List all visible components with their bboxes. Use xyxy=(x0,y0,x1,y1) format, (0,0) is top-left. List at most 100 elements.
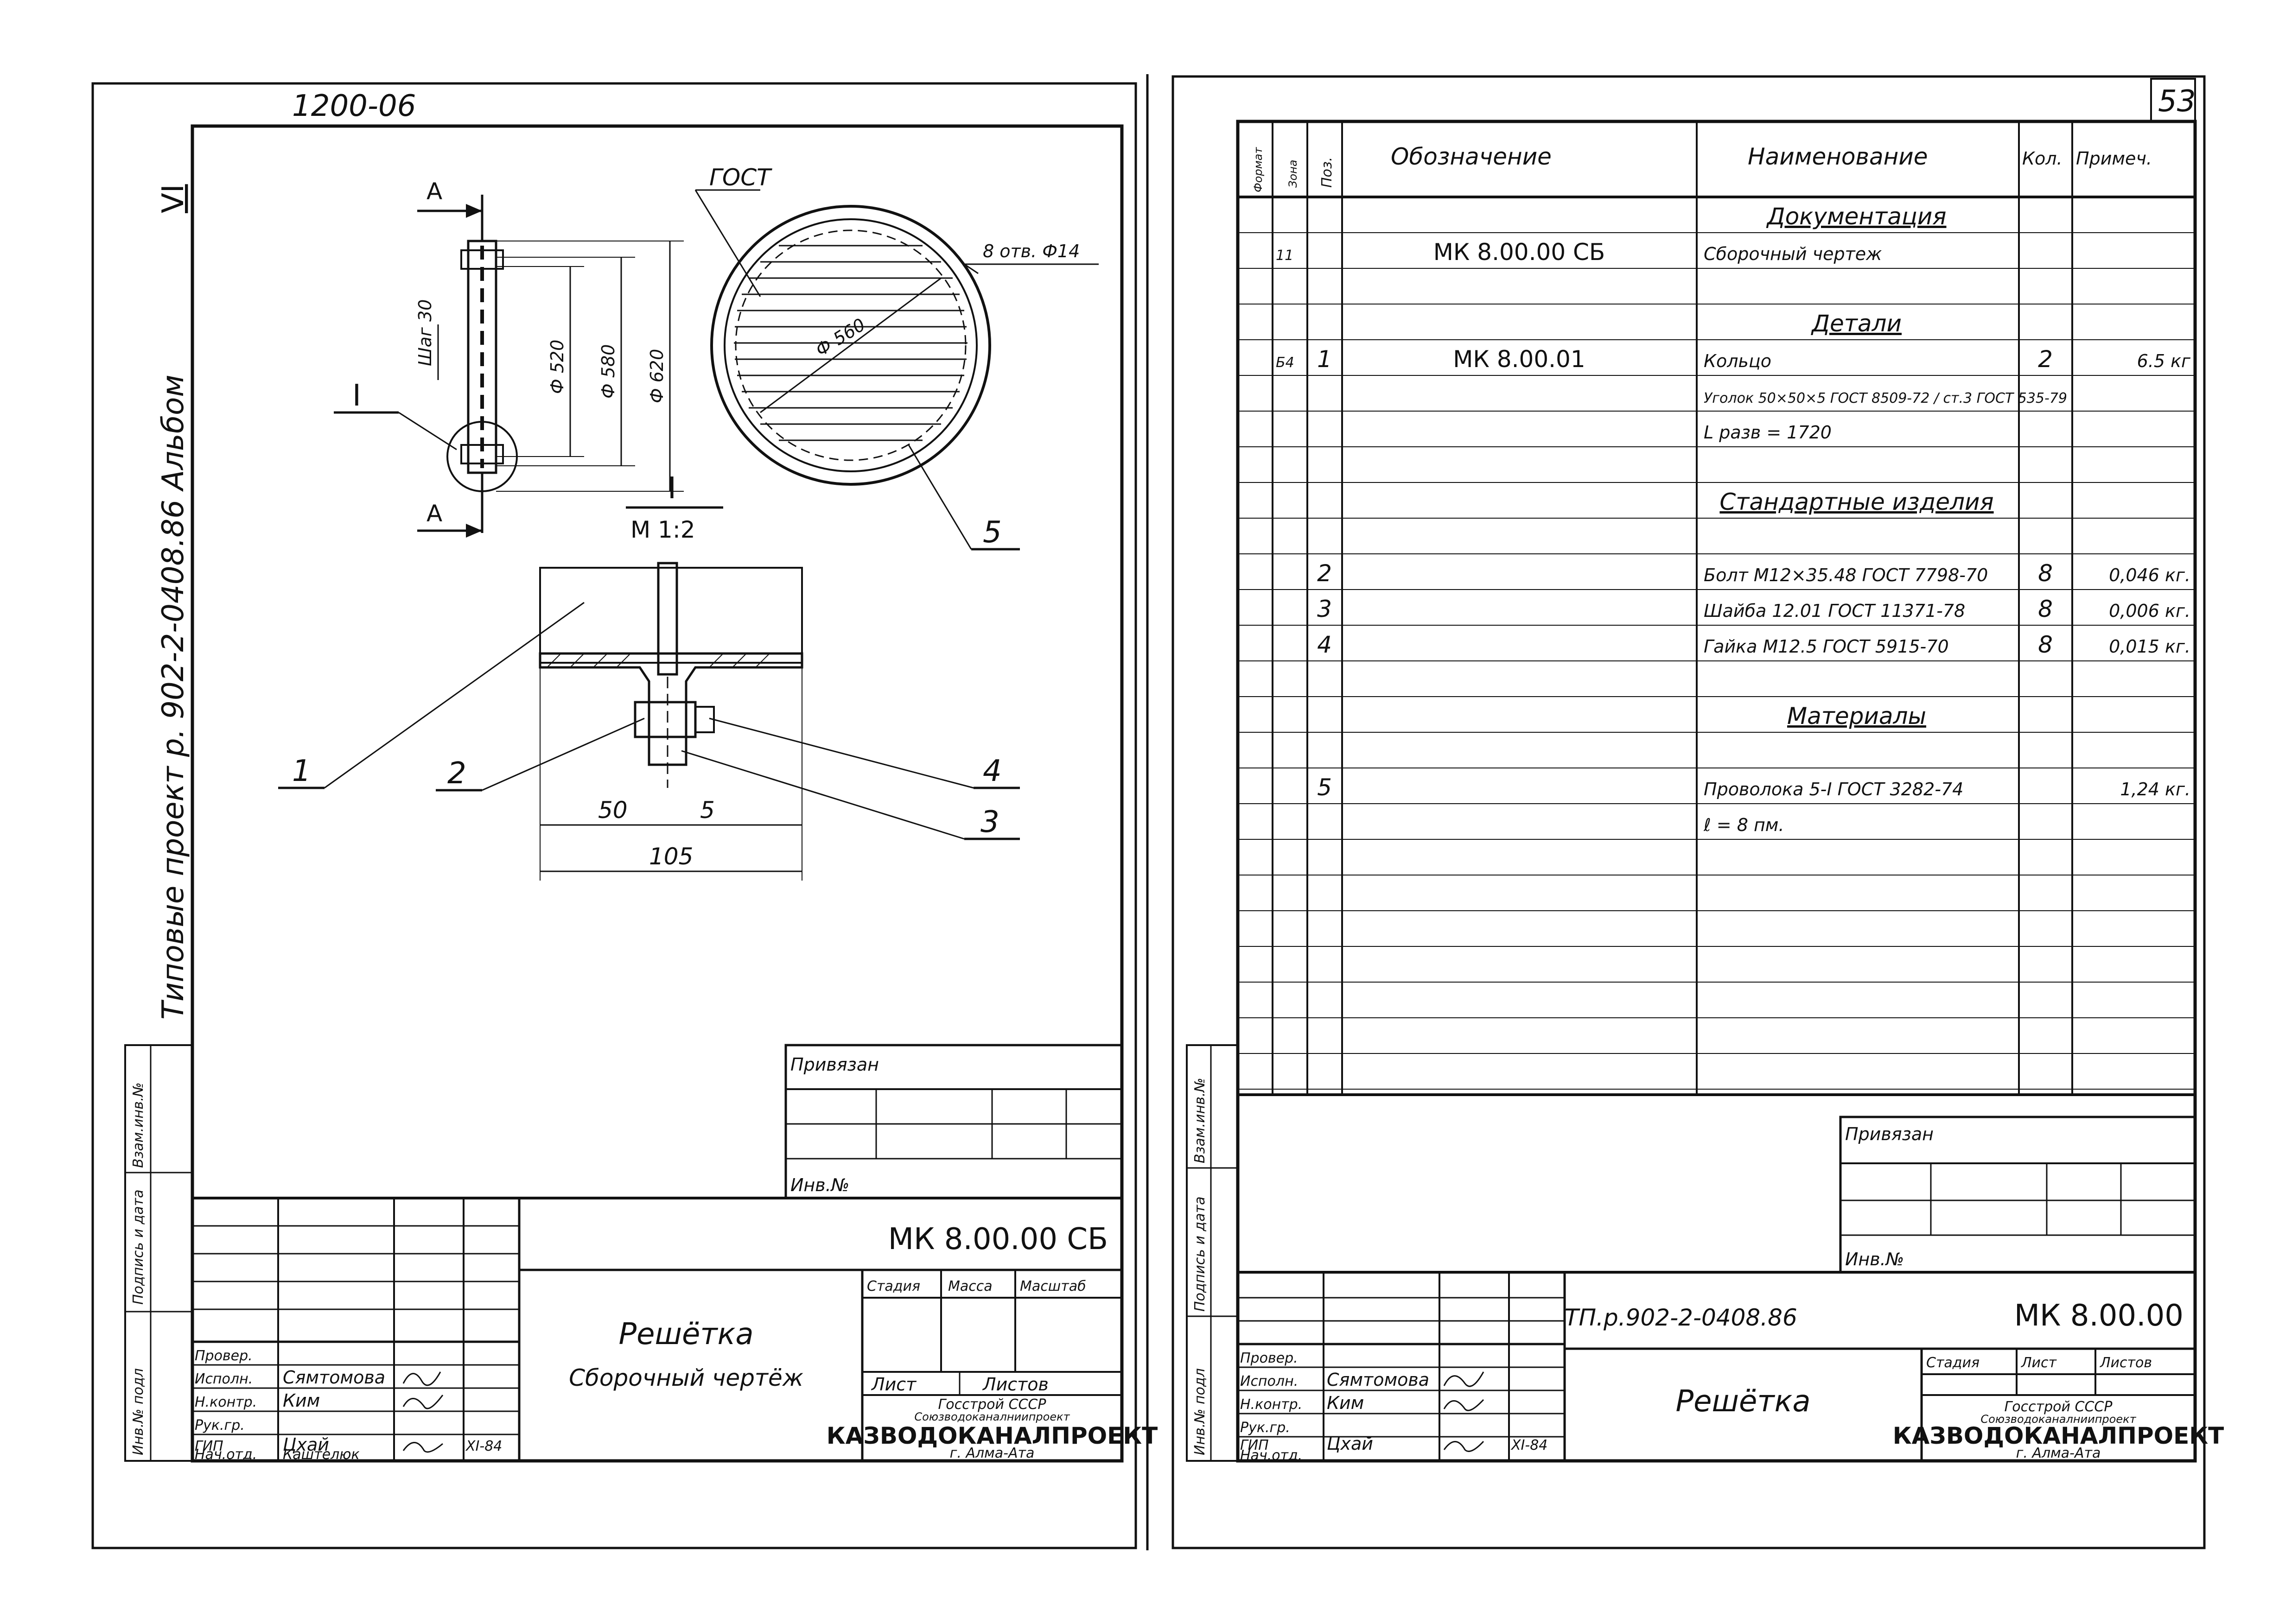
right-side-label-inv: Инв.№ подл xyxy=(1192,1368,1208,1455)
right-org-city: г. Алма-Ата xyxy=(2016,1445,2101,1461)
name-nachotd: Каштелюк xyxy=(283,1446,360,1463)
right-title-block: Провер. Исполн. Н.контр. Рук.гр. ГИП Нач… xyxy=(1236,1271,2224,1464)
right-role-prover: Провер. xyxy=(1240,1350,1298,1366)
spec-cell-des: МК 8.00.01 xyxy=(1453,346,1585,373)
spec-cell-pos: 4 xyxy=(1317,631,1332,658)
left-inv-no: Инв.№ xyxy=(790,1175,849,1195)
right-name-nkontr: Ким xyxy=(1327,1393,1364,1413)
dim-5: 5 xyxy=(700,797,715,824)
spec-cell-name: Стандартные изделия xyxy=(1719,488,1993,515)
right-title: Решётка xyxy=(1675,1384,1810,1419)
right-sheet-outer-border xyxy=(1171,75,2206,1549)
signature xyxy=(402,1395,444,1409)
spec-cell-name: Гайка М12.5 ГОСТ 5915-70 xyxy=(1704,636,1949,657)
left-sheet-frame xyxy=(191,124,1124,1463)
spec-cell-fmt: 11 xyxy=(1276,247,1293,264)
left-org-line1: Госстрой СССР xyxy=(938,1396,1047,1413)
spec-row: 4 Гайка М12.5 ГОСТ 5915-70 8 0,015 кг. xyxy=(1317,631,2190,658)
spec-cell-note: 0,015 кг. xyxy=(2109,636,2190,657)
right-privyazan-block: Привязан Инв.№ xyxy=(1839,1116,2196,1274)
spec-row: Документация xyxy=(1766,203,1947,230)
spec-cell-name: Материалы xyxy=(1787,703,1926,730)
spec-cell-note: 6.5 кг xyxy=(2137,351,2191,371)
role-nkontr: Н.контр. xyxy=(195,1394,257,1410)
right-header-list: Лист xyxy=(2021,1355,2057,1371)
spec-header-designation: Обозначение xyxy=(1391,143,1552,170)
spec-cell-pos: 2 xyxy=(1317,560,1332,587)
side-label-vzam: Взам.инв.№ xyxy=(130,1082,146,1168)
spec-row: ℓ = 8 пм. xyxy=(1703,815,1784,835)
right-role-rukgr: Рук.гр. xyxy=(1240,1420,1290,1436)
dim-d580: Ф 580 xyxy=(598,344,618,399)
spec-header-format: Формат xyxy=(1252,147,1265,192)
left-sheet: 1200-06 Типовые проект р. 902-2-0408.86 … xyxy=(91,82,1158,1549)
right-org-line2: Союзводоканалниипроект xyxy=(1980,1413,2136,1426)
spec-cell-qty: 2 xyxy=(2038,346,2053,373)
right-side-stamp: Инв.№ подл Подпись и дата Взам.инв.№ xyxy=(1186,1044,1239,1462)
right-role-gip: ГИП xyxy=(1240,1437,1269,1453)
left-drawing-code: МК 8.00.00 СБ xyxy=(888,1222,1108,1256)
spec-cell-note: 0,046 кг. xyxy=(2109,565,2190,585)
dim-d620: Ф 620 xyxy=(647,349,667,403)
dim-50: 50 xyxy=(598,797,628,824)
role-rukgr: Рук.гр. xyxy=(195,1417,245,1434)
spec-row: Детали xyxy=(1811,310,1902,337)
right-org-line1: Госстрой СССР xyxy=(2005,1399,2113,1415)
spec-cell-note: 1,24 кг. xyxy=(2120,779,2190,799)
section-marker-top: A xyxy=(427,178,442,205)
left-title: Решётка xyxy=(618,1317,753,1351)
right-name-ispoln: Сямтомова xyxy=(1327,1370,1429,1390)
right-privyazan: Привязан xyxy=(1845,1124,1934,1144)
spec-row: Материалы xyxy=(1787,703,1926,730)
scale-label: М 1:2 xyxy=(630,516,695,543)
signature xyxy=(1443,1440,1484,1452)
dim-105: 105 xyxy=(649,843,693,870)
left-header-masshtab: Масштаб xyxy=(1020,1278,1086,1294)
ring-side-view: A A I Шаг 30 Ф 520 Ф 580 Ф 620 xyxy=(334,178,684,538)
spec-cell-qty: 8 xyxy=(2038,596,2053,622)
position-5: 5 xyxy=(983,515,1002,550)
left-sheet-outer-border xyxy=(91,82,1137,1549)
callout-roman-detail: I xyxy=(668,471,676,506)
ring-front-view: Ф 560 ГОСТ 8 отв. Ф14 5 xyxy=(694,164,1099,551)
right-date: XI-84 xyxy=(1510,1437,1547,1453)
hole-label: 8 отв. Ф14 xyxy=(983,241,1080,261)
left-org-city: г. Алма-Ата xyxy=(950,1445,1035,1461)
spec-cell-name: Проволока 5-I ГОСТ 3282-74 xyxy=(1704,779,1963,799)
left-label-listov: Листов xyxy=(982,1374,1049,1395)
spec-cell-qty: 8 xyxy=(2038,631,2053,658)
spec-cell-name: Уголок 50×50×5 ГОСТ 8509-72 / ст.3 ГОСТ … xyxy=(1704,390,2067,406)
section-marker-bottom: A xyxy=(427,500,442,527)
corner-code: 1200-06 xyxy=(292,89,416,123)
role-prover: Провер. xyxy=(195,1348,253,1364)
spec-cell-name: ℓ = 8 пм. xyxy=(1703,815,1784,835)
left-subtitle: Сборочный чертёж xyxy=(569,1364,803,1391)
spec-cell-pos: 3 xyxy=(1317,596,1332,622)
left-privyazan: Привязан xyxy=(790,1054,879,1075)
name-ispoln: Сямтомова xyxy=(283,1367,385,1388)
spec-row: Уголок 50×50×5 ГОСТ 8509-72 / ст.3 ГОСТ … xyxy=(1704,390,2067,406)
spec-cell-name: Кольцо xyxy=(1704,351,1771,371)
sheet-number: 53 xyxy=(2158,84,2196,119)
left-header-stadiya: Стадия xyxy=(867,1278,920,1294)
spec-cell-note: 0,006 кг. xyxy=(2109,601,2190,621)
detail-section-view: I М 1:2 1 2 4 xyxy=(278,471,1020,881)
spec-header-pos: Поз. xyxy=(1319,157,1335,188)
spec-cell-name: Документация xyxy=(1766,203,1947,230)
spec-cell-fmt: Б4 xyxy=(1276,355,1294,371)
callout-roman-left: I xyxy=(352,379,361,413)
spec-row: L разв = 1720 xyxy=(1704,422,1832,443)
right-name-gip: Цхай xyxy=(1327,1434,1373,1454)
spec-cell-qty: 8 xyxy=(2038,560,2053,587)
left-date: XI-84 xyxy=(465,1438,502,1454)
left-privyazan-block: Привязан Инв.№ xyxy=(784,1044,1123,1199)
left-header-massa: Масса xyxy=(948,1278,993,1294)
position-4: 4 xyxy=(983,754,1002,788)
left-label-list: Лист xyxy=(871,1374,917,1395)
right-inv-no: Инв.№ xyxy=(1845,1249,1904,1269)
side-label-sign: Подпись и дата xyxy=(130,1190,146,1305)
role-gip: ГИП xyxy=(195,1438,223,1454)
